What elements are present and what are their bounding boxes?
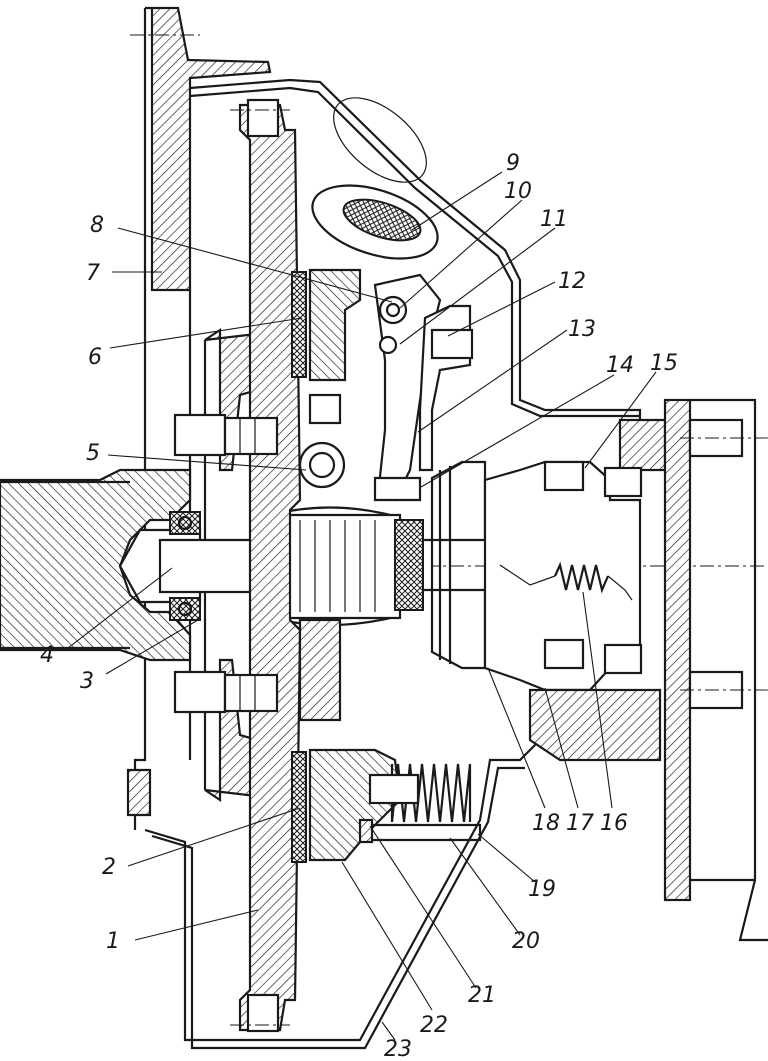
callout-20: 20 <box>512 929 540 954</box>
torsion-damper <box>298 393 346 722</box>
callout-11: 11 <box>540 207 568 232</box>
callout-2: 2 <box>102 855 116 880</box>
callout-19: 19 <box>528 877 556 902</box>
inspection-window <box>311 97 439 260</box>
callout-8: 8 <box>90 213 104 238</box>
callout-15: 15 <box>650 351 678 376</box>
callout-leaders <box>67 171 657 1041</box>
release-fork-housing <box>483 418 667 762</box>
callout-22: 22 <box>420 1013 448 1038</box>
release-bearing <box>394 460 487 670</box>
bell-housing-flange <box>663 398 768 942</box>
callout-13: 13 <box>568 317 596 342</box>
flywheel-bolts <box>173 413 279 714</box>
callout-17: 17 <box>566 811 594 836</box>
callout-1: 1 <box>106 929 120 954</box>
callout-18: 18 <box>532 811 560 836</box>
callout-7: 7 <box>86 261 100 286</box>
callout-16: 16 <box>600 811 628 836</box>
crankshaft <box>0 468 202 662</box>
callout-21: 21 <box>468 983 496 1008</box>
callout-14: 14 <box>606 353 634 378</box>
callout-10: 10 <box>504 179 532 204</box>
return-spring <box>499 561 633 601</box>
pressure-springs <box>358 763 482 844</box>
callout-4: 4 <box>40 643 54 668</box>
callout-5: 5 <box>86 441 100 466</box>
callout-labels: 1 2 3 4 5 6 7 8 9 10 11 12 13 14 15 16 1… <box>40 151 678 1061</box>
callout-12: 12 <box>558 269 586 294</box>
driven-disc <box>230 98 307 1033</box>
release-lever <box>373 273 474 502</box>
callout-9: 9 <box>506 151 520 176</box>
callout-23: 23 <box>384 1037 412 1061</box>
pilot-bearing <box>169 511 201 621</box>
callout-3: 3 <box>80 669 94 694</box>
callout-6: 6 <box>88 345 102 370</box>
clutch-cover <box>144 78 642 1050</box>
